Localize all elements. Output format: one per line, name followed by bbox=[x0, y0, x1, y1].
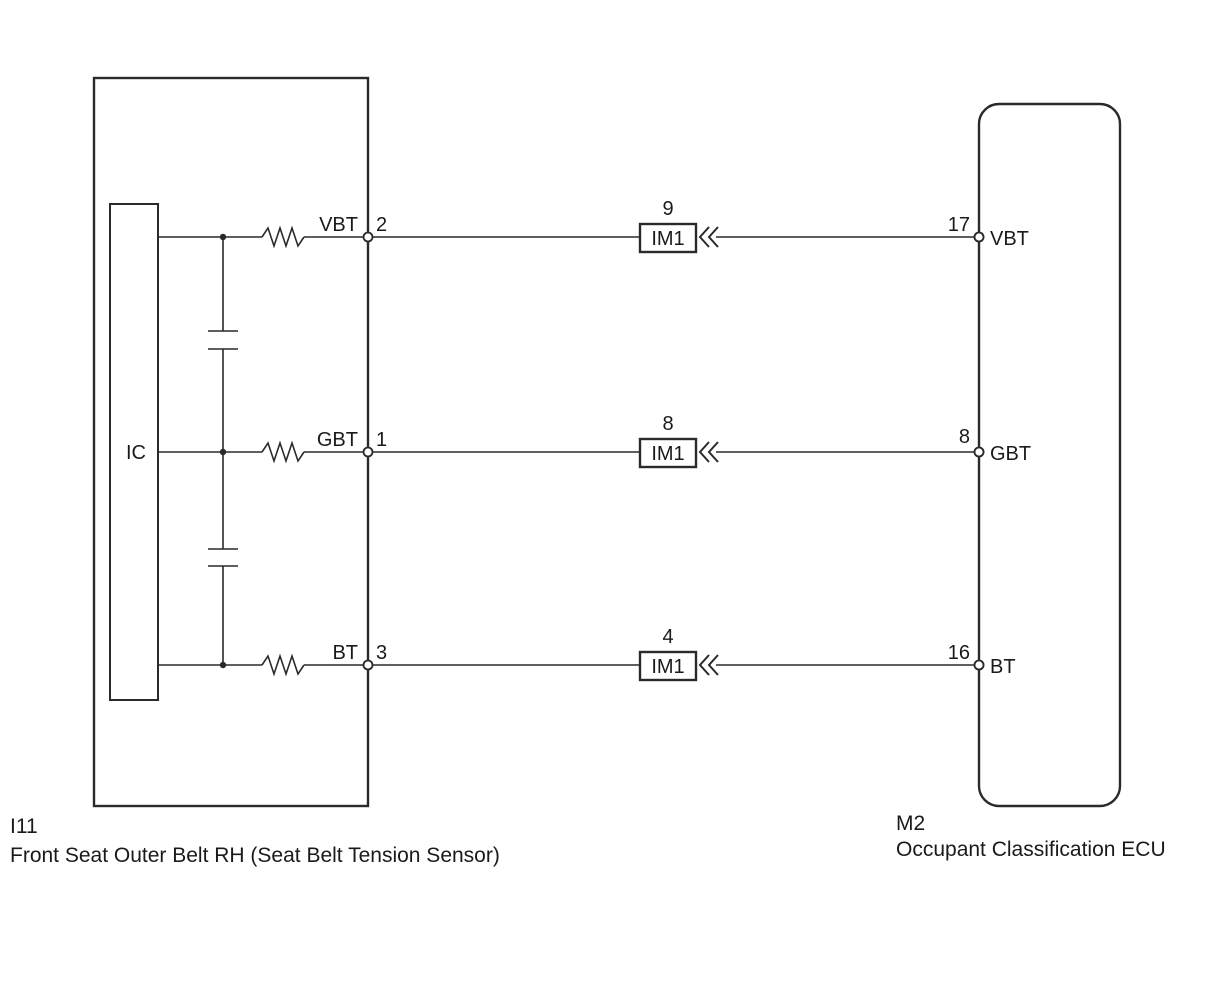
sensor-pin-number-bt: 3 bbox=[376, 642, 387, 664]
sensor-pin-signal-vbt: VBT bbox=[319, 214, 358, 236]
plug-chevron-icon bbox=[698, 226, 710, 248]
resistor-vbt bbox=[261, 225, 305, 249]
plug-chevron-icon bbox=[698, 441, 710, 463]
connector-label-vbt: IM1 bbox=[651, 228, 684, 250]
sensor-name: Front Seat Outer Belt RH (Seat Belt Tens… bbox=[10, 844, 500, 867]
connector-box-gbt bbox=[638, 437, 698, 469]
ecu-pin-signal-bt: BT bbox=[990, 656, 1016, 678]
sensor-pin-bt bbox=[362, 659, 374, 671]
connector-label-bt: IM1 bbox=[651, 656, 684, 678]
ecu-pin-number-gbt: 8 bbox=[959, 426, 970, 448]
connector-pin-gbt: 8 bbox=[662, 413, 673, 435]
ecu-pin-number-bt: 16 bbox=[948, 642, 970, 664]
plug-chevron-icon bbox=[698, 654, 710, 676]
ecu-pin-number-vbt: 17 bbox=[948, 214, 970, 236]
sensor-pin-number-gbt: 1 bbox=[376, 429, 387, 451]
connector-pin-vbt: 9 bbox=[662, 198, 673, 220]
connector-pin-bt: 4 bbox=[662, 626, 673, 648]
ic-block bbox=[109, 203, 159, 701]
sensor-pin-vbt bbox=[362, 231, 374, 243]
sensor-code: I11 bbox=[10, 815, 38, 838]
ecu-pin-signal-vbt: VBT bbox=[990, 228, 1029, 250]
ecu-pin-signal-gbt: GBT bbox=[990, 443, 1031, 465]
connector-label-gbt: IM1 bbox=[651, 443, 684, 465]
sensor-pin-gbt bbox=[362, 446, 374, 458]
ecu-name: Occupant Classification ECU bbox=[896, 838, 1166, 861]
resistor-gbt bbox=[261, 440, 305, 464]
sensor-pin-signal-bt: BT bbox=[332, 642, 358, 664]
connector-box-bt bbox=[638, 650, 698, 682]
circuit-row-bt: BT 3 IM1 4 16 BT bbox=[158, 626, 1016, 682]
resistor-bt bbox=[261, 653, 305, 677]
ic-label: IC bbox=[126, 442, 146, 464]
sensor-pin-signal-gbt: GBT bbox=[317, 429, 358, 451]
circuit-row-vbt: VBT 2 IM1 9 17 VBT bbox=[158, 198, 1029, 254]
ecu-code: M2 bbox=[896, 812, 925, 835]
circuit-row-gbt: GBT 1 IM1 8 8 GBT bbox=[158, 413, 1031, 469]
connector-box-vbt bbox=[638, 222, 698, 254]
sensor-pin-number-vbt: 2 bbox=[376, 214, 387, 236]
